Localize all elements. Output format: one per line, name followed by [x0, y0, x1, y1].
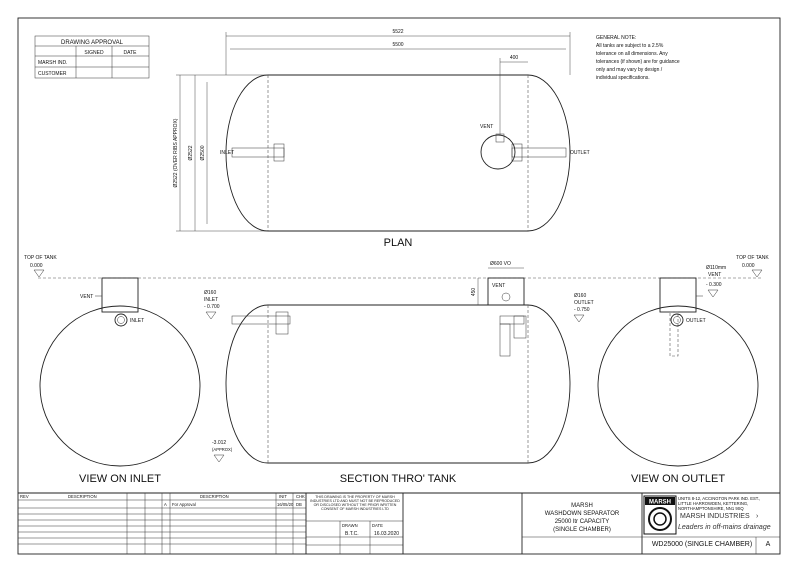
- outlet-top-value: 0.000: [742, 263, 755, 269]
- section-inlet-dia: Ø160: [204, 290, 216, 296]
- view-on-inlet: VENT INLET TOP OF TANK 0.000 VIEW ON INL…: [24, 255, 201, 485]
- inlet-view-vent: VENT: [80, 294, 93, 300]
- rev-header: DESCRIPTION: [200, 494, 229, 499]
- company-address: NORTHAMPTONSHIRE, NN1 9SQ: [678, 506, 744, 511]
- section-outlet-level: - 0.750: [574, 307, 590, 313]
- rev-header: CHK: [296, 494, 305, 499]
- approval-col-date: DATE: [124, 50, 138, 56]
- company-tagline: Leaders in off-mains drainage: [678, 524, 771, 531]
- inlet-top-value: 0.000: [30, 263, 43, 269]
- section-access-label: Ø600 VO: [490, 261, 511, 267]
- revision-letter: A: [766, 541, 771, 548]
- section-dim-neck: 450: [471, 288, 477, 297]
- general-note-line: All tanks are subject to a 2.5%: [596, 43, 664, 49]
- drawing-approval-table: DRAWING APPROVAL SIGNED DATE MARSH IND. …: [34, 35, 150, 79]
- section-inlet-pipe: [231, 315, 291, 325]
- chevron-right-icon: ›: [756, 513, 759, 520]
- project-line: (SINGLE CHAMBER): [553, 527, 611, 533]
- company-address: UNITS 8-12, ACCINGTON PARK IND. EST.,: [678, 496, 760, 501]
- section-outlet-label: OUTLET: [574, 300, 594, 306]
- general-note-heading: GENERAL NOTE:: [596, 35, 636, 41]
- plan-dim-od: Ø2522 (OVER RIBS APPROX): [173, 118, 179, 187]
- outlet-view-title: VIEW ON OUTLET: [631, 473, 725, 485]
- plan-outlet-pipe: [511, 147, 567, 158]
- rev-row-rev: A: [164, 502, 167, 507]
- section-inlet-label: INLET: [204, 297, 218, 303]
- rev-header: INIT: [279, 494, 287, 499]
- plan-vent-label: VENT: [480, 124, 493, 130]
- section-vent-label: VENT: [492, 283, 505, 289]
- project-line: WASHDOWN SEPARATOR: [545, 511, 620, 517]
- plan-dim-body: 5500: [392, 42, 403, 48]
- section-outlet-pipe: [499, 315, 525, 325]
- inlet-view-tank: [39, 305, 201, 467]
- section-outlet-dia: Ø160: [574, 293, 586, 299]
- drawing-number: WD25000 (SINGLE CHAMBER): [652, 541, 752, 548]
- general-note-line: tolerances (if shown) are for guidance: [596, 59, 680, 65]
- plan-inlet-pipe: [231, 147, 285, 158]
- drawn-label: DRAWN: [342, 523, 358, 528]
- plan-dim-vent: 400: [510, 55, 519, 61]
- disclaimer: THIS DRAWING IS THE PROPERTY OF MARSH IN…: [310, 495, 400, 511]
- outlet-view-tank: [597, 305, 759, 467]
- outlet-vent-level: - 0.300: [706, 282, 722, 288]
- outlet-view-outlet: OUTLET: [686, 318, 706, 324]
- general-note-line: only and may vary by design /: [596, 67, 663, 73]
- outlet-vent-dia: Ø110mm: [706, 265, 726, 271]
- section-bottom-level: -3.012: [212, 440, 226, 446]
- plan-dim-id: Ø2500: [200, 145, 206, 160]
- rev-row-init: DB: [296, 502, 302, 507]
- plan-access-chamber: [480, 134, 516, 170]
- project-line: MARSH: [571, 503, 593, 509]
- company-name: MARSH INDUSTRIES: [680, 513, 750, 520]
- general-note: GENERAL NOTE: All tanks are subject to a…: [596, 35, 680, 81]
- project-line: 25000 ltr CAPACITY: [555, 519, 610, 525]
- section-tank-outline: [225, 304, 571, 464]
- date-value: 16.03.2020: [374, 531, 399, 537]
- rev-header: DESCRIPTION: [68, 494, 97, 499]
- rev-row-date: 16/05/20: [277, 502, 294, 507]
- company-address: LITTLE HARROWDEN, KETTERING,: [678, 501, 748, 506]
- outlet-top-label: TOP OF TANK: [736, 255, 769, 261]
- drawn-value: B.T.C.: [345, 531, 359, 537]
- inlet-view-title: VIEW ON INLET: [79, 473, 161, 485]
- section-inlet-level: - 0.700: [204, 304, 220, 310]
- plan-view: 5522 5500 400 Ø2522 (OVER RIBS APPROX) Ø…: [173, 29, 590, 249]
- company-logo-text: MARSH: [649, 500, 671, 506]
- approval-title: DRAWING APPROVAL: [61, 40, 124, 46]
- inlet-view-inlet: INLET: [130, 318, 144, 324]
- inlet-view-riser: [101, 277, 139, 313]
- approval-col-signed: SIGNED: [84, 50, 104, 56]
- plan-title: PLAN: [384, 237, 413, 249]
- approval-row-customer: CUSTOMER: [38, 71, 67, 77]
- date-label: DATE: [372, 523, 383, 528]
- title-block: REV DESCRIPTION DESCRIPTION INIT CHK A F…: [18, 492, 780, 554]
- section-view: Ø600 VO VENT 450 Ø160 INLET - 0.700 Ø160…: [204, 261, 594, 485]
- rev-row-desc: For Approval: [172, 502, 196, 507]
- outlet-vent-label: VENT: [708, 272, 721, 278]
- section-access-chamber: [487, 277, 525, 306]
- general-note-line: tolerance on all dimensions. Any: [596, 51, 668, 57]
- approval-row-marsh: MARSH IND.: [38, 60, 67, 66]
- rev-header: REV: [20, 494, 29, 499]
- section-bottom-note: (APPROX): [212, 447, 233, 452]
- plan-dim-overall: 5522: [392, 29, 403, 35]
- plan-tank-outline: [225, 74, 571, 232]
- plan-outlet-label: OUTLET: [570, 150, 590, 156]
- view-on-outlet: OUTLET Ø110mm VENT - 0.300 TOP OF TANK 0…: [597, 255, 769, 485]
- inlet-top-label: TOP OF TANK: [24, 255, 57, 261]
- plan-inlet-label: INLET: [220, 150, 234, 156]
- sheet-border: [17, 17, 781, 555]
- general-note-line: individual specifications.: [596, 75, 650, 81]
- plan-dim-shell: Ø2522: [188, 145, 194, 160]
- section-title: SECTION THRO' TANK: [340, 473, 457, 485]
